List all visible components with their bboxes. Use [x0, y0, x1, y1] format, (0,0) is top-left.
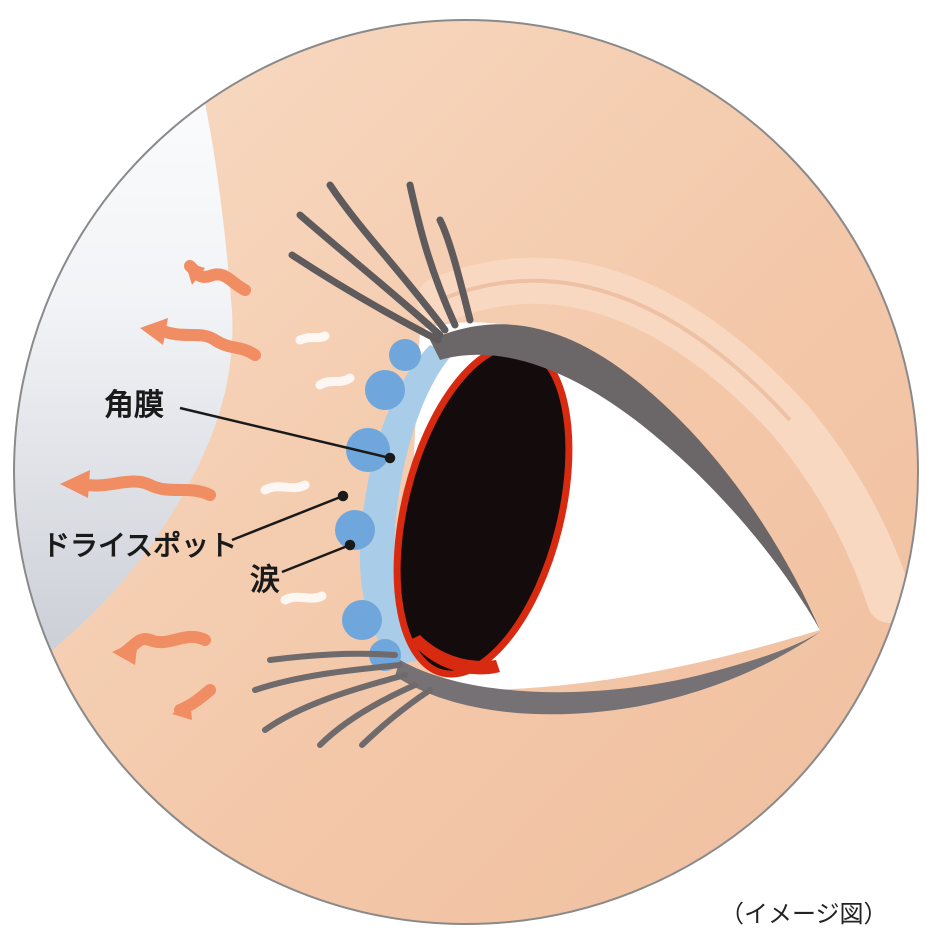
- caption-image-note: （イメージ図）: [720, 900, 888, 928]
- label-dry-spot: ドライスポット: [42, 529, 237, 562]
- label-tear: 涙: [250, 563, 280, 598]
- label-cornea: 角膜: [104, 388, 164, 423]
